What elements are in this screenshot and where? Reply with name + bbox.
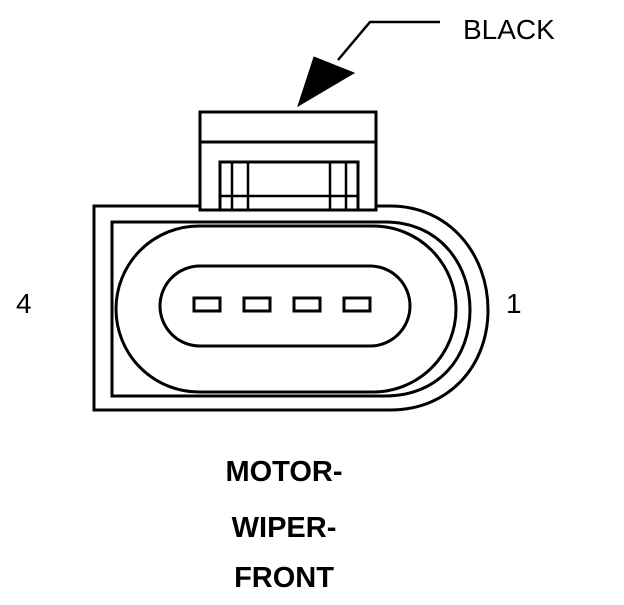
latch-housing: [198, 110, 378, 144]
terminal-3: [242, 296, 272, 313]
connector-color-label: BLACK: [463, 14, 555, 45]
connector-title-line-1: MOTOR-: [225, 456, 343, 488]
connector-title-line-2: WIPER-: [231, 512, 337, 544]
pin-number-right: 1: [506, 288, 522, 319]
connector-title-line-3: FRONT: [234, 562, 334, 594]
arrow-head-icon: [297, 56, 356, 108]
pin-number-left: 4: [16, 288, 32, 319]
leader-line: [337, 20, 440, 61]
terminal-2: [292, 296, 322, 313]
terminal-1: [342, 296, 372, 313]
cavity-inner: [158, 264, 412, 348]
terminal-4: [192, 296, 222, 313]
